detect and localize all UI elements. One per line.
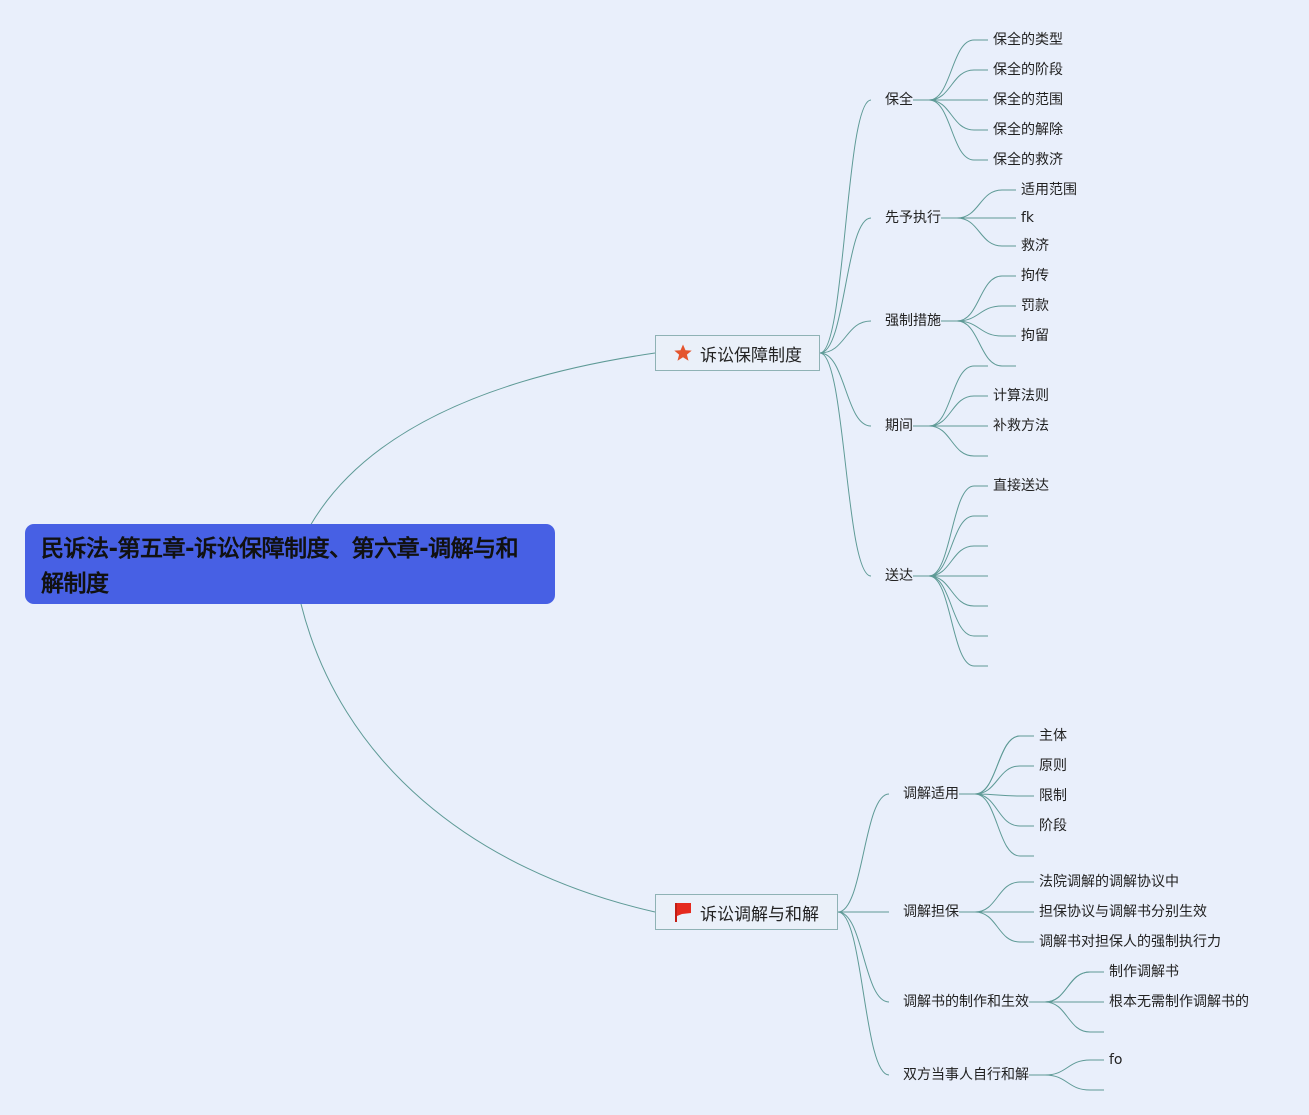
connector-line [819, 352, 872, 577]
connector-line [928, 545, 975, 577]
subtopic[interactable]: 先予执行 [885, 210, 941, 226]
connector-line [928, 575, 975, 607]
leaf-topic[interactable]: fk [1021, 210, 1035, 226]
connector-line [928, 99, 975, 131]
topic-label: 诉讼保障制度 [700, 345, 802, 366]
connector-line [928, 575, 975, 637]
leaf-topic[interactable]: 调解书对担保人的强制执行力 [1039, 934, 1221, 950]
connector-line [819, 352, 872, 427]
subtopic[interactable]: 调解适用 [903, 786, 959, 802]
star-icon [672, 342, 694, 364]
connector-line [956, 189, 1003, 219]
connector-line [956, 275, 1003, 322]
connector-line [1044, 971, 1091, 1003]
leaf-topic[interactable]: 限制 [1039, 788, 1067, 804]
connector-line [928, 365, 975, 427]
connector-line [974, 735, 1021, 795]
connector-line [974, 793, 1021, 827]
leaf-topic[interactable]: 根本无需制作调解书的 [1109, 994, 1249, 1010]
connector-line [956, 305, 1003, 322]
connector-line [928, 425, 975, 457]
subtopic[interactable]: 期间 [885, 418, 913, 434]
connector-line [837, 793, 890, 913]
subtopic[interactable]: 送达 [885, 568, 913, 584]
topic-label: 诉讼调解与和解 [700, 904, 819, 925]
connector-line [974, 911, 1021, 943]
leaf-topic[interactable]: 阶段 [1039, 818, 1067, 834]
subtopic[interactable]: 调解书的制作和生效 [903, 994, 1029, 1010]
connector-line [928, 99, 975, 161]
leaf-topic[interactable]: 计算法则 [993, 388, 1049, 404]
leaf-topic[interactable]: 法院调解的调解协议中 [1039, 874, 1179, 890]
subtopic[interactable]: 调解担保 [903, 904, 959, 920]
connector-line [956, 320, 1003, 367]
connector-line [819, 217, 872, 354]
connector-line [974, 793, 1021, 857]
connector-line [928, 485, 975, 577]
leaf-topic[interactable]: 拘传 [1021, 268, 1049, 284]
leaf-topic[interactable]: 保全的救济 [993, 152, 1063, 168]
leaf-topic[interactable]: 保全的范围 [993, 92, 1063, 108]
subtopic[interactable]: 双方当事人自行和解 [903, 1067, 1029, 1083]
subtopic[interactable]: 保全 [885, 92, 913, 108]
leaf-topic[interactable]: 保全的解除 [993, 122, 1063, 138]
connector-line [300, 603, 656, 913]
connector-line [956, 217, 1003, 247]
leaf-topic[interactable]: 保全的阶段 [993, 62, 1063, 78]
leaf-topic[interactable]: 原则 [1039, 758, 1067, 774]
leaf-topic[interactable]: 主体 [1039, 728, 1067, 744]
connector-line [928, 69, 975, 101]
connector-line [819, 320, 872, 354]
connector-line [956, 320, 1003, 337]
flag-icon [672, 901, 694, 923]
connector-line [837, 911, 890, 1003]
connector-line [309, 352, 656, 527]
connector-line [928, 575, 975, 667]
leaf-topic[interactable]: 保全的类型 [993, 32, 1063, 48]
leaf-topic[interactable]: 救济 [1021, 238, 1049, 254]
topic-mediation-settlement[interactable]: 诉讼调解与和解 [655, 894, 838, 930]
connector-line [928, 39, 975, 101]
leaf-topic[interactable]: 担保协议与调解书分别生效 [1039, 904, 1207, 920]
leaf-topic[interactable]: 适用范围 [1021, 182, 1077, 198]
root-topic[interactable]: 民诉法-第五章-诉讼保障制度、第六章-调解与和解制度 [25, 524, 555, 604]
connector-line [819, 99, 872, 354]
connector-line [1044, 1059, 1091, 1076]
leaf-topic[interactable]: 直接送达 [993, 478, 1049, 494]
connector-line [1044, 1001, 1091, 1033]
connector-line [928, 395, 975, 427]
connector-line [974, 793, 1021, 797]
leaf-topic[interactable]: 罚款 [1021, 298, 1049, 314]
connector-line [837, 911, 890, 1076]
connector-line [974, 765, 1021, 795]
connector-line [974, 881, 1021, 913]
leaf-topic[interactable]: 拘留 [1021, 328, 1049, 344]
root-topic-label: 民诉法-第五章-诉讼保障制度、第六章-调解与和解制度 [41, 536, 519, 597]
connector-line [1044, 1074, 1091, 1091]
connector-line [928, 515, 975, 577]
topic-litigation-guarantee[interactable]: 诉讼保障制度 [655, 335, 820, 371]
leaf-topic[interactable]: 制作调解书 [1109, 964, 1179, 980]
leaf-topic[interactable]: 补救方法 [993, 418, 1049, 434]
leaf-topic[interactable]: fo [1109, 1052, 1123, 1068]
subtopic[interactable]: 强制措施 [885, 313, 941, 329]
